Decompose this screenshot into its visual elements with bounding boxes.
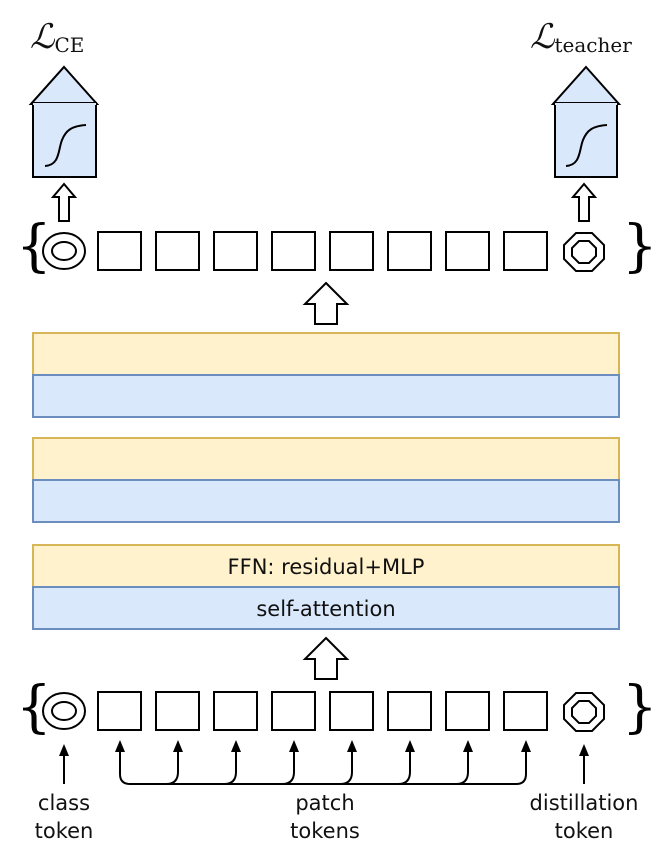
- patch-tokens-bracket: [115, 740, 531, 785]
- distillation-head-icon: [550, 65, 622, 178]
- transformer-block-bottom: FFN: residual+MLP self-attention: [32, 544, 620, 630]
- patch-tokens-caption-2: tokens: [290, 819, 360, 843]
- ffn-label: FFN: residual+MLP: [228, 555, 425, 579]
- output-distillation-token: [563, 232, 605, 272]
- class-token-arrow-icon: [59, 744, 69, 784]
- arrowhead-icon: [173, 740, 183, 752]
- ffn-layer: [32, 437, 620, 481]
- bracket-branch: [455, 748, 469, 785]
- input-token-row: { }: [16, 675, 658, 740]
- patch-token: [271, 231, 316, 271]
- patch-token: [97, 691, 142, 731]
- right-brace: }: [622, 214, 658, 279]
- bracket-branch: [223, 748, 237, 785]
- patch-token: [387, 691, 432, 731]
- transformer-block-top: [32, 332, 620, 418]
- attention-layer: [32, 479, 620, 523]
- arrowhead-icon: [115, 740, 125, 752]
- bracket-line: [119, 748, 527, 785]
- patch-token: [329, 691, 374, 731]
- arrowhead-icon: [347, 740, 357, 752]
- patch-token: [213, 691, 258, 731]
- patch-token: [97, 231, 142, 271]
- class-head-icon: [28, 65, 100, 178]
- output-patch-tokens: [97, 231, 548, 271]
- patch-token: [329, 231, 374, 271]
- output-token-row: { }: [16, 214, 658, 279]
- patch-token: [271, 691, 316, 731]
- distillation-token-arrow-icon: [579, 744, 589, 784]
- loss-teacher-label: ℒteacher: [530, 17, 632, 57]
- class-token-caption: class: [38, 791, 90, 815]
- distillation-token-caption: distillation: [530, 791, 639, 815]
- patch-token: [445, 691, 490, 731]
- patch-token: [445, 231, 490, 271]
- arrowhead-icon: [231, 740, 241, 752]
- attention-layer: [32, 586, 620, 630]
- right-brace: }: [622, 675, 658, 740]
- arrowhead-icon: [521, 740, 531, 752]
- patch-token: [155, 231, 200, 271]
- bracket-branch: [165, 748, 179, 785]
- ffn-layer: [32, 332, 620, 376]
- class-to-head-arrow-icon: [50, 182, 78, 222]
- bracket-branch: [281, 748, 295, 785]
- bracket-branch: [339, 748, 353, 785]
- distill-to-head-arrow-icon: [570, 182, 598, 222]
- patch-token: [387, 231, 432, 271]
- patch-token: [503, 691, 548, 731]
- patch-token: [155, 691, 200, 731]
- input-class-token: [42, 692, 86, 730]
- arrowhead-icon: [289, 740, 299, 752]
- self-attention-label: self-attention: [256, 597, 395, 621]
- attention-layer: [32, 374, 620, 418]
- distillation-token-caption-2: token: [555, 819, 614, 843]
- input-patch-tokens: [97, 691, 548, 731]
- ffn-layer: [32, 544, 620, 588]
- arrowhead-icon: [405, 740, 415, 752]
- arrowhead-icon: [463, 740, 473, 752]
- loss-ce-label: ℒCE: [30, 17, 84, 57]
- transformer-block-middle: [32, 437, 620, 523]
- bracket-branch: [397, 748, 411, 785]
- patch-tokens-caption: patch: [295, 791, 354, 815]
- patch-token: [503, 231, 548, 271]
- input-distillation-token: [563, 692, 605, 732]
- transformer-output-arrow-icon: [302, 281, 350, 325]
- patch-token: [213, 231, 258, 271]
- class-token-caption-2: token: [35, 819, 94, 843]
- transformer-input-arrow-icon: [302, 636, 350, 680]
- output-class-token: [42, 232, 86, 270]
